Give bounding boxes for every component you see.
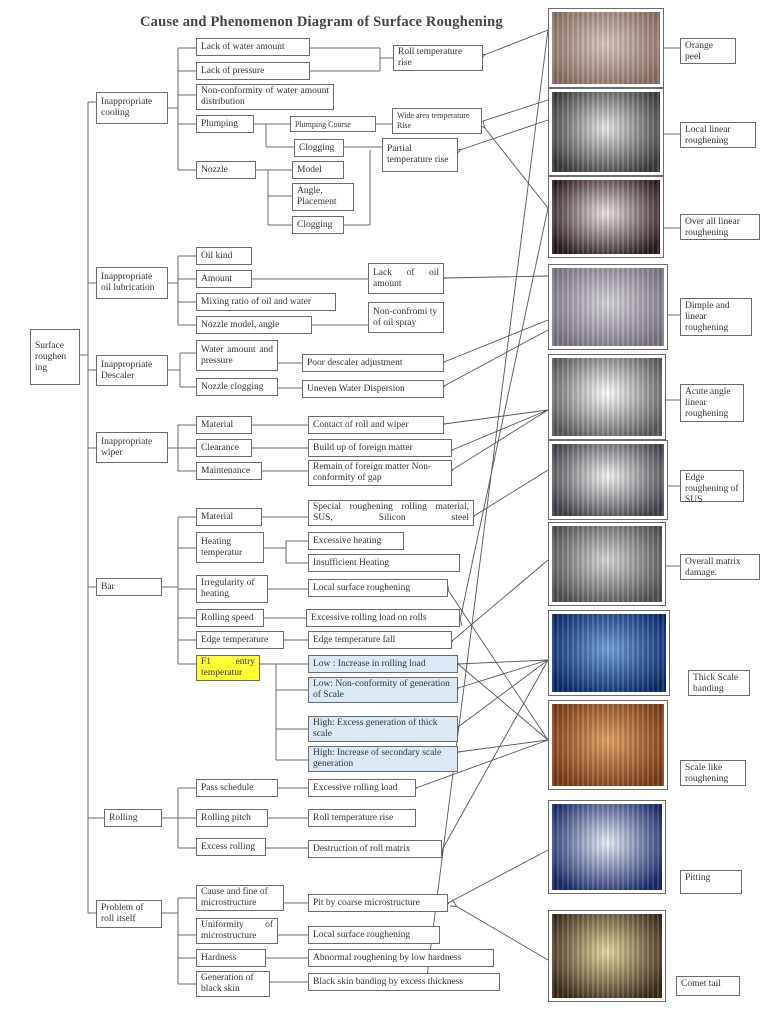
label-acute-angle-linear-roughening: Acute angle linear roughening [680,384,744,422]
diagram-title: Cause and Phenomenon Diagram of Surface … [140,14,503,31]
cause-nonconformity-water-distribution: Non-conformity of water amount distribut… [196,84,334,110]
photo-overall-linear-roughening [548,176,664,258]
category-problem-of-roll-itself: Problem of roll itself [96,900,162,928]
effect-excessive-heating: Excessive heating [308,532,404,550]
cause-hardness: Hardness [196,949,266,967]
effect-pit-coarse-microstructure: Pit by coarse microstructure [308,894,448,912]
cause-angle-placement: Angle, Placement [292,183,354,211]
effect-excessive-rolling-load: Excessive rolling load [308,779,416,797]
effect-lack-of-oil-amount: Lack of oil amount [368,263,444,294]
cause-material-wiper: Material [196,416,252,434]
cause-nozzle-model: Model [292,161,344,179]
category-bar: Bar [96,578,162,596]
cause-cause-fine-microstructure: Cause and fine of microstructure [196,885,284,911]
effect-high-excess-thick-scale: High: Excess generation of thick scale [308,716,458,742]
category-inappropriate-oil-lubrication: Inappropriate oil lubrication [96,267,168,299]
effect-roll-temperature-rise-rolling: Roll temperature rise [308,809,416,827]
cause-lack-of-water-amount: Lack of water amount [196,38,310,56]
cause-clogging-plumping: Clogging [294,139,344,157]
cause-amount: Amount [196,270,252,288]
label-thick-scale-banding: Thick Scale banding [688,670,750,696]
label-overall-matrix-damage: Overall matrix damage. [680,554,760,580]
label-orange-peel: Orange peel [680,38,736,64]
cause-water-amount-and-pressure: Water amount and pressure [196,340,278,371]
cause-irregularity-of-heating: Irregularity of heating [196,575,268,603]
photo-acute-angle-linear-roughening [548,354,666,440]
cause-plumping-course: Plumping Course [290,116,376,132]
category-inappropriate-cooling: Inappropriate cooling [96,92,168,124]
cause-lack-of-pressure: Lack of pressure [196,62,310,80]
cause-nozzle-model-angle: Nozzle model, angle [196,316,312,334]
root-surface-roughening: Surface roughen ing [30,329,80,385]
effect-black-skin-banding: Black skin banding by excess thickness [308,973,500,991]
cause-clogging-nozzle: Clogging [292,216,344,234]
cause-edge-temperature: Edge temperature [196,631,284,649]
effect-poor-descaler-adjustment: Poor descaler adjustment [302,354,444,372]
effect-excessive-rolling-load-on-rolls: Excessive rolling load on rolls [306,609,460,627]
cause-nozzle: Nozzle [196,161,256,179]
category-inappropriate-wiper: Inappropriate wiper [96,432,168,463]
category-rolling: Rolling [104,809,162,827]
effect-partial-temperature-rise: Partial temperature rise [382,138,458,172]
cause-rolling-pitch: Rolling pitch [196,809,268,827]
cause-plumping: Plumping [196,115,254,133]
effect-abnormal-roughening-low-hardness: Abnormal roughening by low hardness [308,949,494,967]
photo-overall-matrix-damage [548,522,666,606]
cause-rolling-speed: Rolling speed [196,609,264,627]
photo-local-linear-roughening [548,88,664,176]
label-comet-tail: Comet tail [676,976,740,996]
photo-orange-peel [548,8,664,88]
effect-local-surface-roughening-roll: Local surface roughening [308,926,440,944]
effect-local-surface-roughening-bar: Local surface roughening [308,579,448,597]
label-pitting: Pitting [680,870,742,894]
effect-insufficient-heating: Insufficient Heating [308,554,460,572]
effect-special-roughening-material: Special roughening rolling material, SUS… [308,500,474,526]
cause-material-bar: Material [196,508,262,526]
effect-high-secondary-scale: High: Increase of secondary scale genera… [308,746,458,772]
photo-pitting [548,800,666,894]
label-dimple-linear-roughening: Dimple and linear roughening [680,298,752,336]
label-edge-roughening-sus: Edge roughening of SUS [680,470,744,502]
effect-edge-temperature-fall: Edge temperature fall [308,631,452,649]
photo-comet-tail [548,910,666,1002]
photo-dimple-linear-roughening [548,264,668,350]
category-inappropriate-descaler: Inappropriate Descaler [96,355,168,386]
cause-generation-black-skin: Generation of black skin [196,971,270,997]
photo-scale-like-roughening [548,700,668,790]
cause-oil-kind: Oil kind [196,247,252,265]
effect-contact-roll-wiper: Contact of roll and wiper [308,416,444,434]
cause-excess-rolling: Excess rolling [196,838,266,856]
photo-edge-roughening-sus [548,440,668,520]
effect-uneven-water-dispersion: Uneven Water Dispersion [302,380,444,398]
label-local-linear-roughening: Local linear roughening [680,122,756,148]
photo-thick-scale-banding [548,610,670,696]
cause-maintenance: Maintenance [196,462,262,480]
label-overall-linear-roughening: Over all linear roughening [680,214,760,240]
cause-nozzle-clogging: Nozzle clogging [196,378,278,396]
effect-wide-area-temperature-rise: Wide area temperature Rise [392,108,482,134]
cause-clearance: Clearance [196,439,252,457]
effect-roll-temperature-rise-cooling: Roll temperature rise [393,45,483,71]
effect-remain-foreign-matter: Remain of foreign matter Non-conformity … [308,460,452,486]
cause-mixing-ratio: Mixing ratio of oil and water [196,293,336,311]
effect-low-nonconformity-scale: Low: Non-conformity of generation of Sca… [308,677,458,703]
cause-f1-entry-temperature: F1 entry temperatur [196,655,260,681]
effect-nonconformity-oil-spray: Non-confromi ty of oil spray [368,302,444,333]
effect-low-increase-rolling-load: Low : Increase in rolling load [308,655,458,673]
cause-uniformity-microstructure: Uniformity of microstructure [196,918,278,944]
label-scale-like-roughening: Scale like roughening [680,760,746,786]
cause-heating-temperature: Heating temperatur [196,532,264,563]
effect-destruction-of-roll-matrix: Destruction of roll matrix [308,840,442,858]
cause-pass-schedule: Pass schedule [196,779,278,797]
effect-build-up-foreign-matter: Build up of foreign matter [308,439,452,457]
